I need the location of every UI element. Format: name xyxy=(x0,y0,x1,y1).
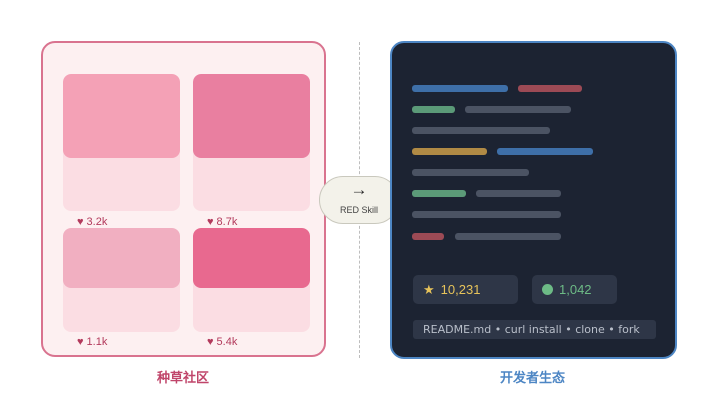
code-token xyxy=(465,106,571,113)
code-token xyxy=(412,190,466,197)
repo-actions-line: README.md • curl install • clone • fork xyxy=(413,320,656,339)
code-token xyxy=(455,233,561,240)
fork-dot-icon xyxy=(542,284,553,295)
code-token xyxy=(412,148,487,155)
forks-badge[interactable]: 1,042 xyxy=(532,275,617,304)
community-caption: 种草社区 xyxy=(157,370,210,385)
post-card[interactable] xyxy=(193,74,310,211)
connector-label: RED Skill xyxy=(339,205,378,215)
heart-icon: ♥ xyxy=(207,216,214,228)
code-token xyxy=(476,190,561,197)
like-count: 5.4k xyxy=(216,336,238,348)
code-token xyxy=(412,169,529,176)
post-likes: ♥ 5.4k xyxy=(207,336,237,348)
post-card[interactable] xyxy=(193,228,310,332)
heart-icon: ♥ xyxy=(207,336,214,348)
code-token xyxy=(412,233,444,240)
code-token xyxy=(518,85,582,92)
post-likes: ♥ 8.7k xyxy=(207,216,237,228)
post-card[interactable] xyxy=(63,228,180,332)
heart-icon: ♥ xyxy=(77,216,84,228)
post-thumbnail xyxy=(63,74,180,158)
fork-count: 1,042 xyxy=(559,282,592,297)
post-thumbnail xyxy=(193,74,310,158)
code-token xyxy=(412,211,561,218)
like-count: 3.2k xyxy=(86,216,108,228)
heart-icon: ♥ xyxy=(77,336,84,348)
code-token xyxy=(497,148,593,155)
star-count: 10,231 xyxy=(440,282,481,297)
like-count: 1.1k xyxy=(86,336,108,348)
developer-caption: 开发者生态 xyxy=(500,370,566,385)
skill-connector: → RED Skill xyxy=(319,176,399,224)
stars-badge[interactable]: ★ 10,231 xyxy=(413,275,518,304)
post-thumbnail xyxy=(193,228,310,288)
arrow-right-icon: → xyxy=(350,180,368,199)
post-thumbnail xyxy=(63,228,180,288)
star-icon: ★ xyxy=(423,281,435,297)
code-token xyxy=(412,106,455,113)
developer-panel xyxy=(390,41,677,359)
post-likes: ♥ 3.2k xyxy=(77,216,107,228)
code-token xyxy=(412,85,508,92)
post-likes: ♥ 1.1k xyxy=(77,336,107,348)
code-token xyxy=(412,127,550,134)
post-card[interactable] xyxy=(63,74,180,211)
like-count: 8.7k xyxy=(216,216,238,228)
